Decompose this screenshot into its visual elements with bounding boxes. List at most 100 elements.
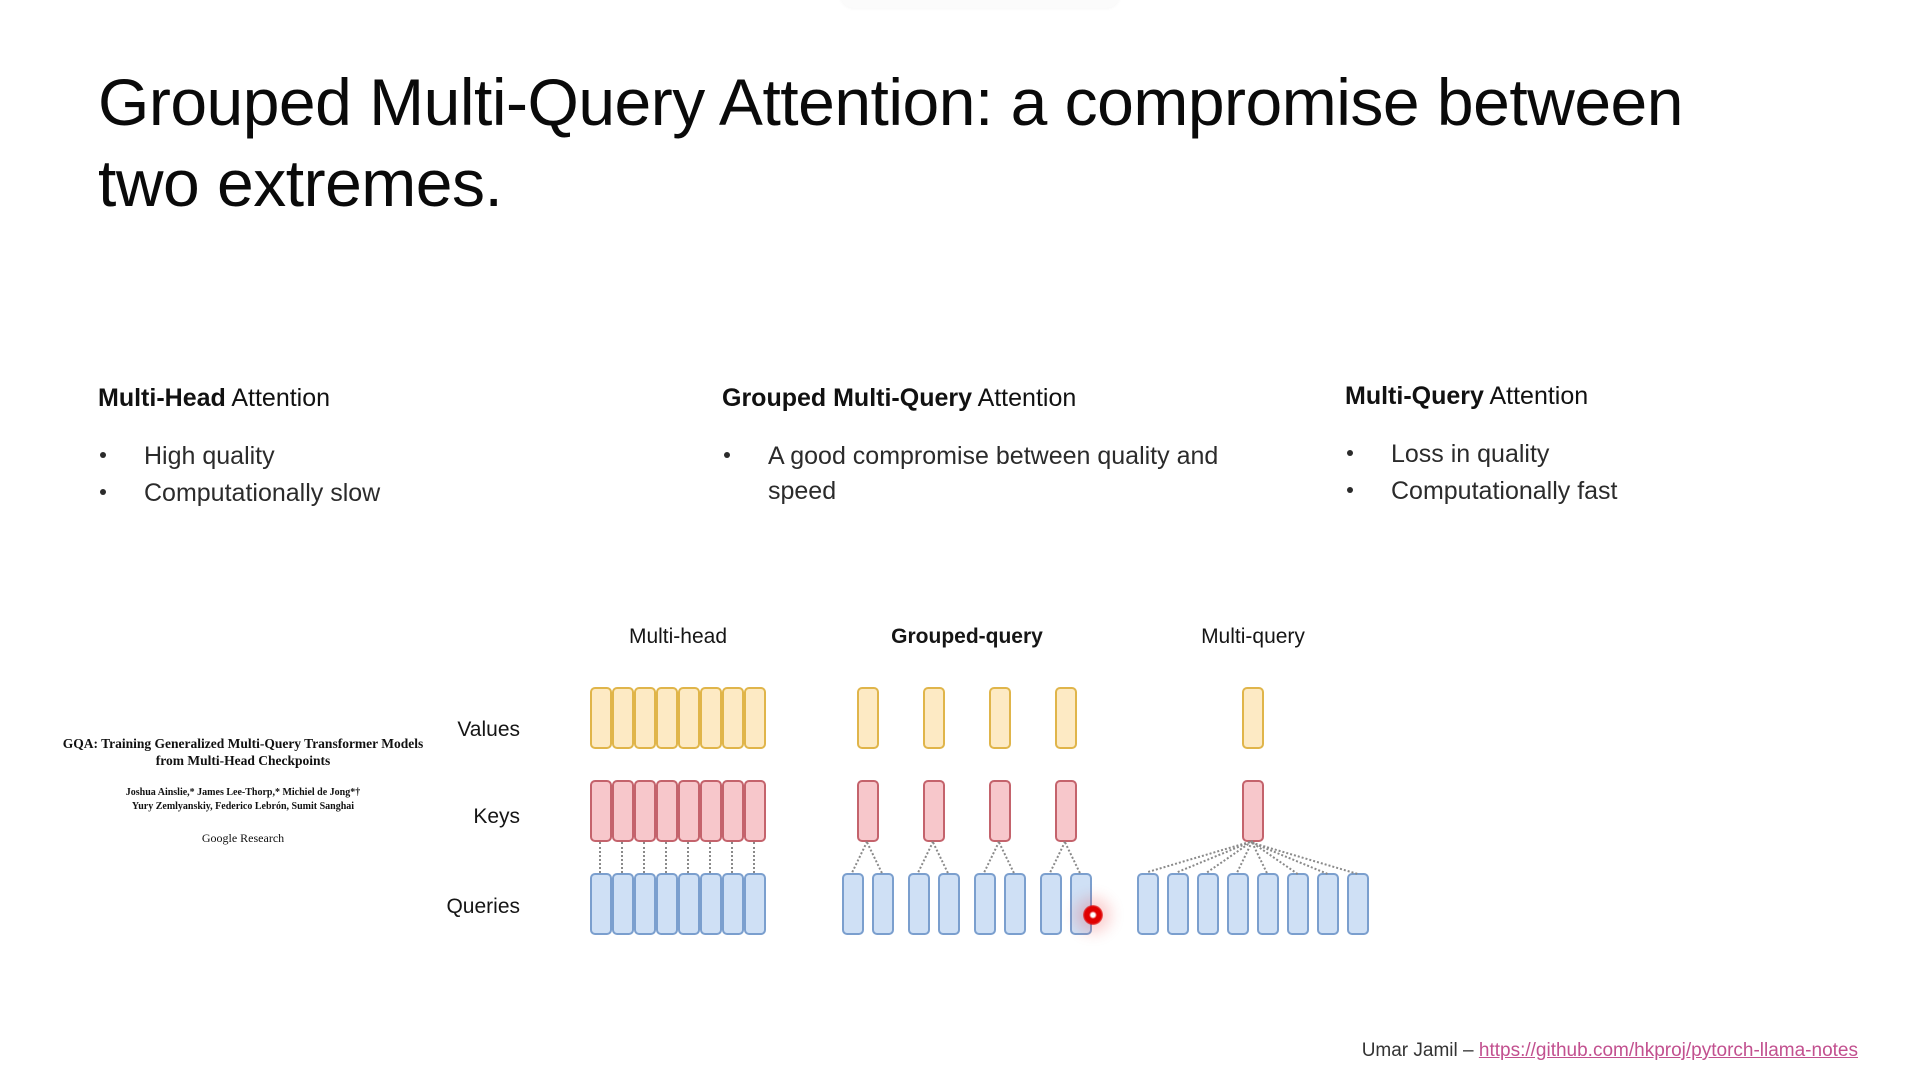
key-query-connector — [932, 842, 949, 874]
bullet-text: Loss in quality — [1391, 439, 1550, 468]
value-block — [744, 687, 766, 749]
bullet-text: Computationally fast — [1391, 477, 1618, 505]
query-block — [1070, 873, 1092, 935]
key-block — [1055, 780, 1077, 842]
column-heading-multi-head: Multi-Head Attention — [98, 382, 568, 415]
value-block — [700, 687, 722, 749]
key-query-connector — [599, 842, 601, 873]
key-block — [634, 780, 656, 842]
query-block — [1004, 873, 1026, 935]
footer-credit: Umar Jamil – https://github.com/hkproj/p… — [1362, 1040, 1858, 1062]
query-block — [722, 873, 744, 935]
value-block — [1242, 687, 1264, 749]
query-block — [1317, 873, 1339, 935]
list-item: High quality — [98, 439, 568, 475]
bullet-dot-icon — [100, 451, 106, 458]
query-block — [744, 873, 766, 935]
query-block — [1257, 873, 1279, 935]
query-block — [612, 873, 634, 935]
key-block — [722, 780, 744, 842]
paper-title: GQA: Training Generalized Multi-Query Tr… — [62, 736, 424, 769]
value-block — [634, 687, 656, 749]
toolbar-remnant — [840, 0, 1120, 8]
bullet-list-grouped-multi-query: A good compromise between quality and sp… — [722, 439, 1252, 510]
column-multi-head: Multi-Head Attention High quality Comput… — [98, 382, 568, 514]
query-block — [590, 873, 612, 935]
bullet-text: High quality — [144, 441, 275, 470]
paper-authors-line-1: Joshua Ainslie,* James Lee-Thorp,* Michi… — [125, 786, 361, 798]
query-block — [1137, 873, 1159, 935]
heading-regular-part: Attention — [1483, 382, 1589, 410]
query-block — [1167, 873, 1189, 935]
key-query-connector — [1064, 842, 1081, 874]
bullet-text: A good compromise between quality and sp… — [768, 441, 1219, 506]
value-block — [857, 687, 879, 749]
heading-bold-part: Multi-Query — [1345, 382, 1484, 410]
footer-link[interactable]: https://github.com/hkproj/pytorch-llama-… — [1478, 1040, 1858, 1061]
row-label-keys: Keys — [473, 805, 520, 828]
key-block — [700, 780, 722, 842]
key-block — [590, 780, 612, 842]
bullet-list-multi-head: High quality Computationally slow — [98, 439, 568, 512]
heading-regular-part: Attention — [972, 384, 1077, 412]
row-label-values: Values — [457, 718, 520, 741]
query-block — [1227, 873, 1249, 935]
page-title: Grouped Multi-Query Attention: a comprom… — [98, 65, 1683, 220]
diagram-column-title-multi-head: Multi-head — [628, 625, 728, 648]
bullet-dot-icon — [1347, 487, 1353, 493]
heading-regular-part: Attention — [225, 384, 331, 412]
key-query-connector — [1049, 841, 1066, 873]
paper-thumbnail: GQA: Training Generalized Multi-Query Tr… — [48, 735, 438, 846]
list-item: A good compromise between quality and sp… — [722, 439, 1252, 510]
value-block — [1055, 687, 1077, 749]
key-query-connector — [866, 842, 883, 874]
key-block — [678, 780, 700, 842]
query-block — [656, 873, 678, 935]
heading-bold-part: Grouped Multi-Query — [722, 384, 972, 412]
value-block — [612, 687, 634, 749]
query-block — [634, 873, 656, 935]
list-item: Computationally slow — [98, 476, 568, 512]
key-query-connector — [709, 842, 711, 873]
bullet-dot-icon — [100, 489, 106, 495]
query-block — [700, 873, 722, 935]
list-item: Loss in quality — [1345, 437, 1815, 473]
list-item: Computationally fast — [1345, 474, 1815, 510]
query-block — [1040, 873, 1062, 935]
value-block — [923, 687, 945, 749]
bullet-text: Computationally slow — [144, 479, 381, 507]
bullet-dot-icon — [724, 451, 730, 458]
key-query-connector — [687, 842, 689, 873]
value-block — [989, 687, 1011, 749]
column-heading-multi-query: Multi-Query Attention — [1345, 380, 1815, 413]
value-block — [678, 687, 700, 749]
query-block — [974, 873, 996, 935]
column-grouped-multi-query: Grouped Multi-Query Attention A good com… — [722, 382, 1252, 512]
key-query-connector — [851, 841, 868, 873]
heading-bold-part: Multi-Head — [98, 384, 226, 412]
footer-author: Umar Jamil – — [1361, 1040, 1479, 1061]
bullet-list-multi-query: Loss in quality Computationally fast — [1345, 437, 1815, 510]
query-block — [678, 873, 700, 935]
key-block — [1242, 780, 1264, 842]
key-query-connector — [753, 842, 755, 873]
key-query-connector — [665, 842, 667, 873]
column-heading-grouped-multi-query: Grouped Multi-Query Attention — [722, 382, 1252, 415]
query-block — [872, 873, 894, 935]
paper-affiliation: Google Research — [201, 830, 285, 845]
diagram-column-title-multi-query: Multi-query — [1201, 625, 1305, 648]
query-block — [1287, 873, 1309, 935]
paper-authors-line-2: Yury Zemlyanskiy, Federico Lebrón, Sumit… — [131, 801, 355, 813]
key-block — [744, 780, 766, 842]
diagram-column-title-grouped-query: Grouped-query — [891, 625, 1043, 648]
key-block — [923, 780, 945, 842]
key-query-connector — [643, 842, 645, 873]
query-block — [842, 873, 864, 935]
key-query-connector — [1252, 842, 1358, 875]
key-block — [857, 780, 879, 842]
value-block — [656, 687, 678, 749]
key-block — [989, 780, 1011, 842]
query-block — [908, 873, 930, 935]
